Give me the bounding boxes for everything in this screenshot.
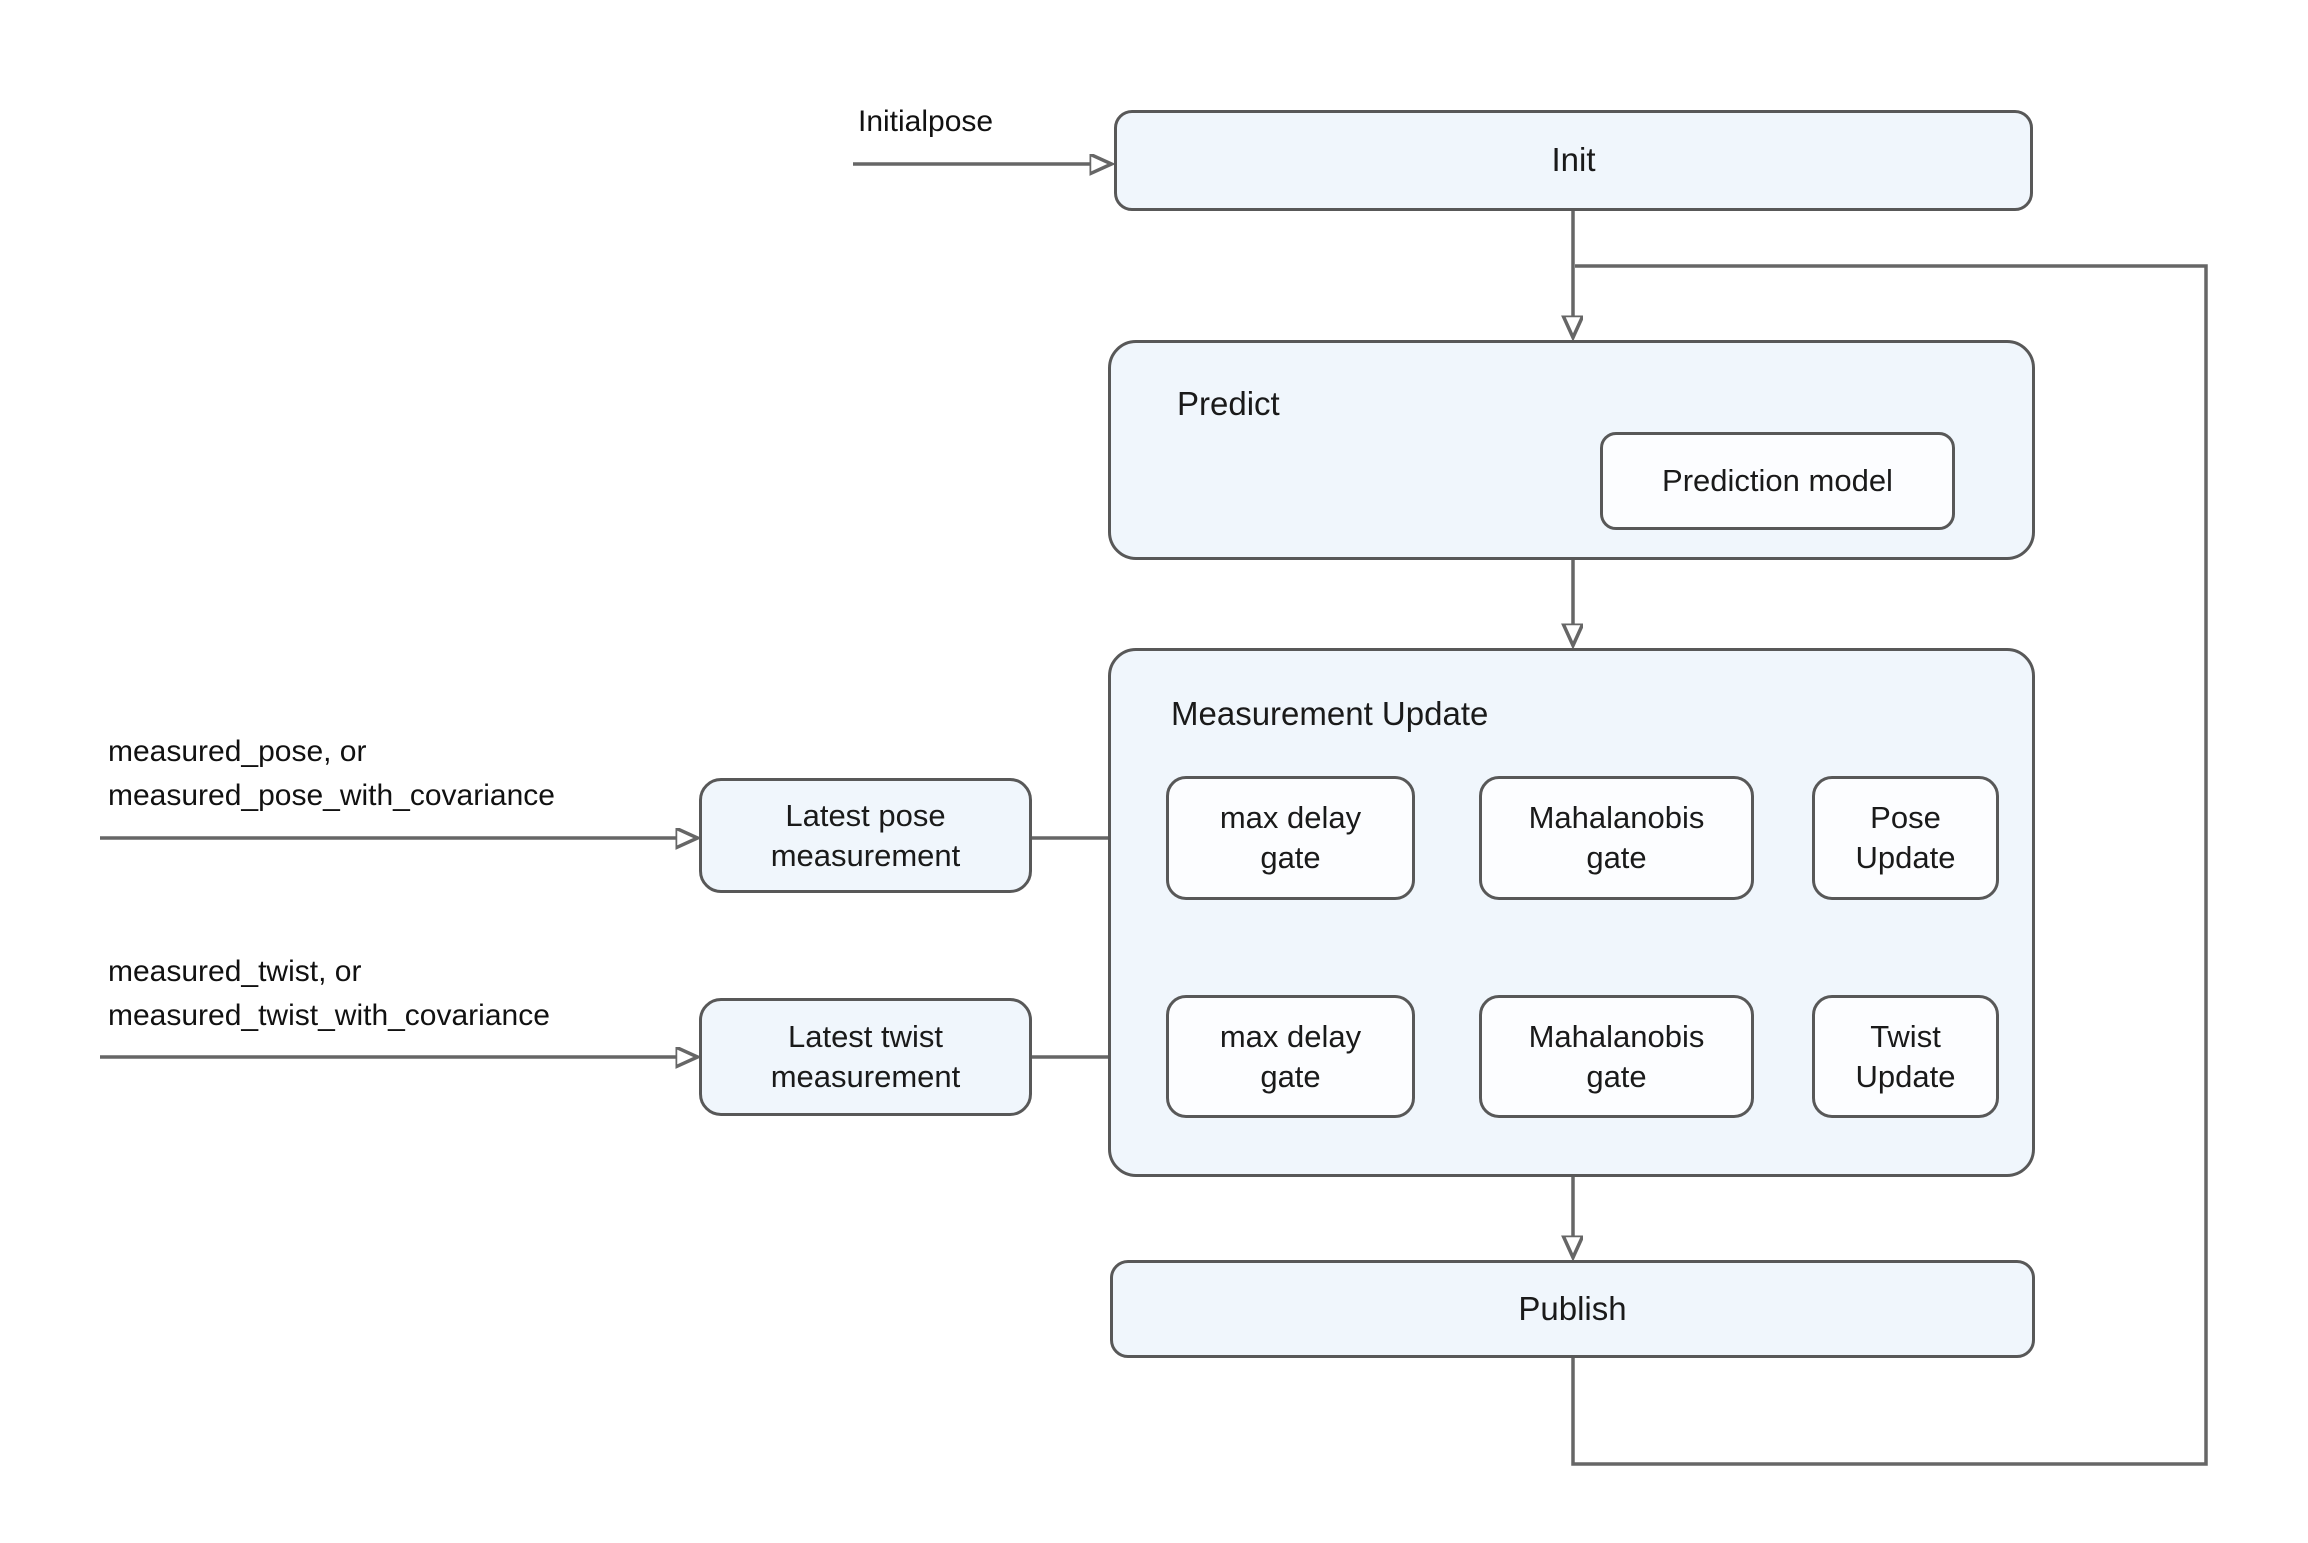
predict-title: Predict	[1177, 385, 1280, 422]
node-twist-update: Twist Update	[1812, 995, 1999, 1118]
node-mahalanobis-gate-twist: Mahalanobis gate	[1479, 995, 1754, 1118]
measurement-update-title: Measurement Update	[1171, 695, 1489, 732]
node-pose-update: Pose Update	[1812, 776, 1999, 900]
node-publish: Publish	[1110, 1260, 2035, 1358]
pose-topic-line1: measured_pose, or	[108, 735, 367, 768]
node-latest-pose-measurement: Latest pose measurement	[699, 778, 1032, 893]
node-max-delay-gate-twist: max delay gate	[1166, 995, 1415, 1118]
twist-topic-line1: measured_twist, or	[108, 955, 362, 988]
node-max-delay-gate-pose: max delay gate	[1166, 776, 1415, 900]
node-latest-twist-measurement: Latest twist measurement	[699, 998, 1032, 1116]
pose-topic-line2: measured_pose_with_covariance	[108, 779, 555, 812]
node-mahalanobis-gate-pose: Mahalanobis gate	[1479, 776, 1754, 900]
pose-topic-label: measured_pose, or measured_pose_with_cov…	[108, 730, 555, 818]
node-prediction-model: Prediction model	[1600, 432, 1955, 530]
twist-topic-line2: measured_twist_with_covariance	[108, 999, 550, 1032]
twist-topic-label: measured_twist, or measured_twist_with_c…	[108, 950, 550, 1038]
node-init: Init	[1114, 110, 2033, 211]
initialpose-label: Initialpose	[858, 105, 994, 138]
